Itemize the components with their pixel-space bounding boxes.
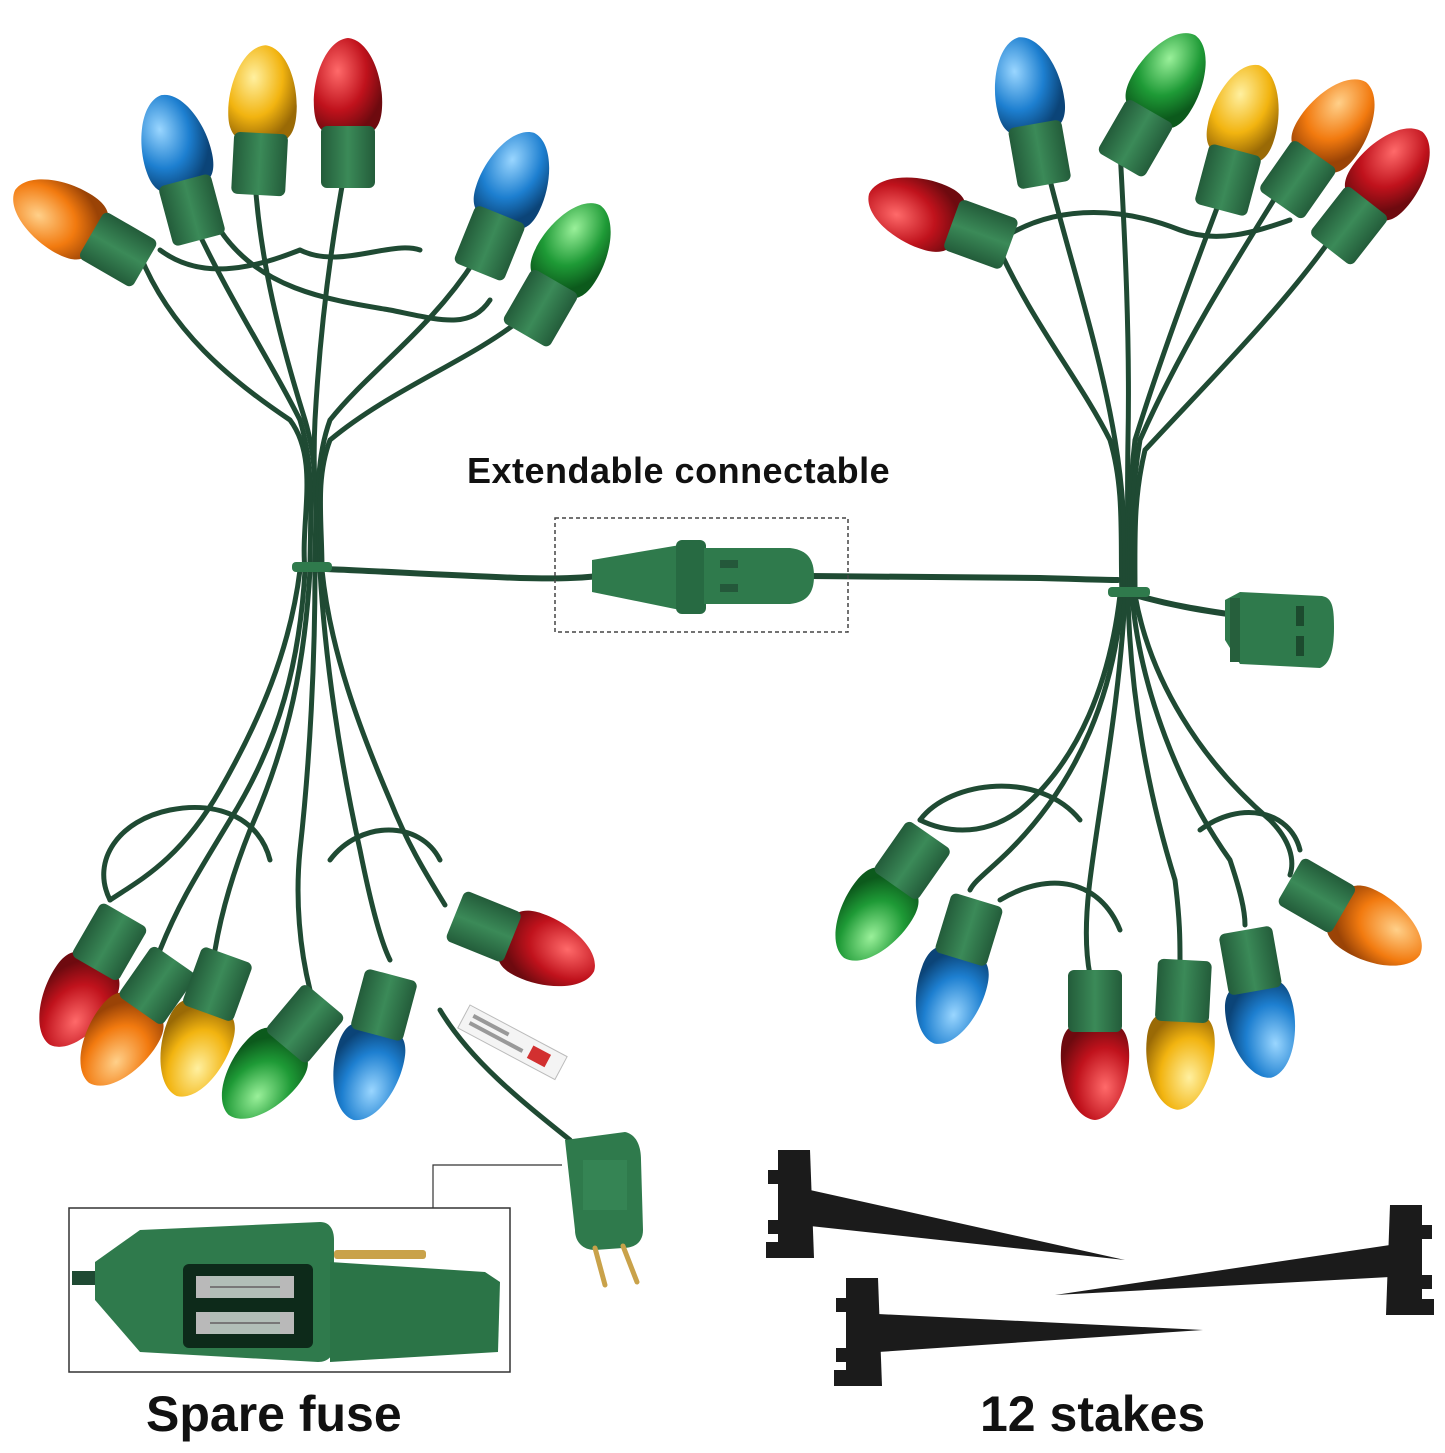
end-connector	[1225, 592, 1334, 668]
bulb	[446, 891, 595, 987]
bulb	[1260, 79, 1375, 219]
bulb	[835, 821, 950, 961]
bulb	[503, 203, 611, 347]
bulb	[313, 38, 383, 188]
connector-highlight-box	[554, 517, 849, 633]
bulb	[333, 969, 417, 1120]
left-string-wires	[101, 167, 573, 1143]
bulb	[1098, 33, 1206, 177]
ground-stake	[834, 1278, 1203, 1386]
center-connector	[592, 540, 814, 614]
male-plug	[565, 1132, 643, 1288]
bulb	[221, 985, 344, 1119]
stakes-caption: 12 stakes	[980, 1386, 1206, 1442]
bulb	[141, 95, 225, 246]
zip-tie-left	[292, 562, 332, 572]
zip-tie-right	[1108, 587, 1150, 597]
fuse-icon	[196, 1276, 294, 1298]
lead-wire	[297, 565, 1238, 618]
fuse-icon	[196, 1312, 294, 1334]
ul-tag	[457, 1004, 568, 1081]
bulb	[1060, 970, 1130, 1120]
bulb	[915, 893, 1003, 1044]
bulb	[13, 179, 157, 287]
bulb	[80, 946, 195, 1086]
bulb	[1278, 858, 1422, 966]
fuse-plug-closeup	[72, 1222, 500, 1362]
bulb	[160, 947, 252, 1097]
extendable-caption: Extendable connectable	[467, 450, 891, 491]
bulb	[1195, 65, 1279, 216]
bulb	[995, 37, 1071, 189]
bulb	[454, 132, 550, 281]
bulb	[1146, 958, 1215, 1110]
ground-stake	[1055, 1205, 1434, 1315]
bulb	[868, 177, 1018, 269]
ground-stake	[766, 1150, 1125, 1260]
bulb	[228, 45, 297, 197]
callout-line	[432, 1164, 562, 1208]
spare-fuse-caption: Spare fuse	[146, 1386, 402, 1442]
bulb	[1219, 926, 1295, 1078]
right-string-wires	[917, 147, 1333, 978]
bulb	[1311, 128, 1430, 265]
